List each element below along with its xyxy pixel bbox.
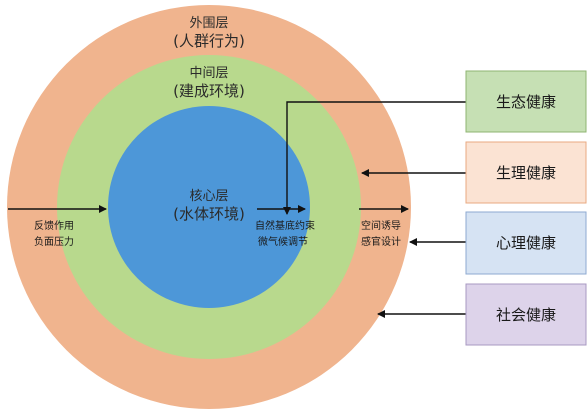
health-box-social: 社会健康: [465, 283, 587, 346]
health-box-ecology: 生态健康: [465, 70, 587, 133]
nature-label-line2: 微气候调节: [258, 235, 308, 248]
feedback-label-line1: 反馈作用: [34, 219, 74, 232]
ecology-connector: [283, 101, 466, 215]
outer-ring-title: 外围层: [189, 16, 228, 31]
core-ring-subtitle: (水体环境): [173, 205, 245, 223]
core-ring-title: 核心层: [189, 189, 228, 204]
feedback-label-line2: 负面压力: [34, 235, 74, 248]
middle-ring-subtitle: (建成环境): [173, 82, 245, 100]
core-ring: [108, 106, 310, 308]
health-box-psychology: 心理健康: [465, 211, 587, 275]
health-box-physiology: 生理健康: [465, 141, 587, 204]
outer-ring-subtitle: (人群行为): [173, 32, 245, 50]
health-box-ecology-label: 生态健康: [496, 93, 556, 111]
space-label-line1: 空间诱导: [361, 219, 401, 232]
health-box-psychology-label: 心理健康: [496, 234, 556, 252]
health-box-physiology-label: 生理健康: [496, 164, 556, 182]
space-label-line2: 感官设计: [361, 235, 401, 248]
middle-ring-title: 中间层: [189, 66, 228, 81]
health-box-social-label: 社会健康: [496, 306, 556, 324]
nature-label-line1: 自然基底约束: [255, 219, 315, 232]
